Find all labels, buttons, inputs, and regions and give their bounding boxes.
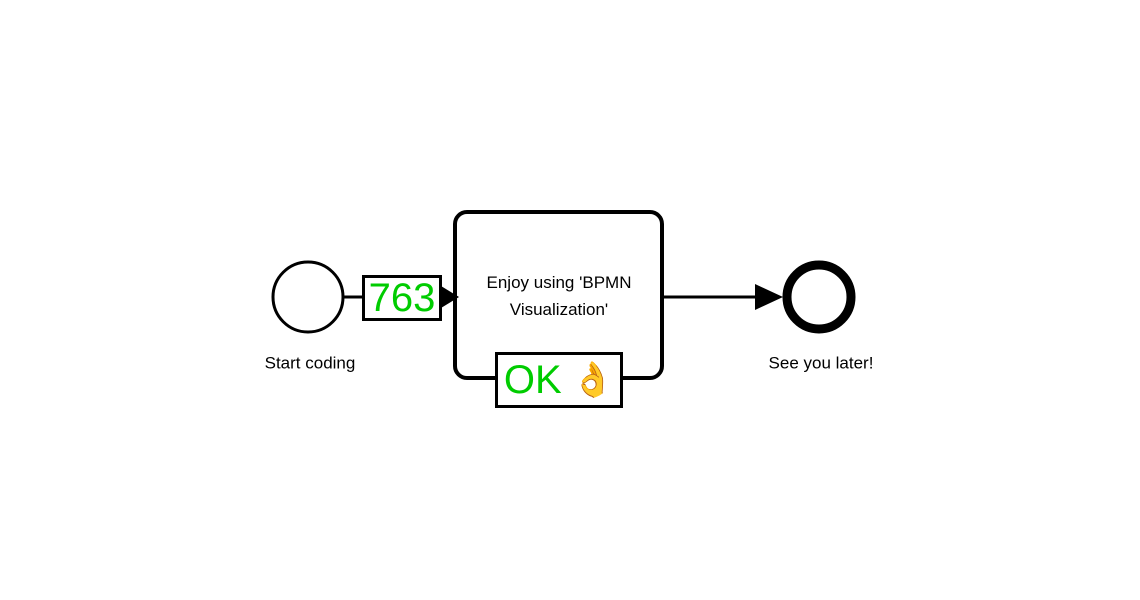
task-label-line-1: Enjoy using 'BPMN	[487, 273, 632, 292]
overlay-badge-counter[interactable]: 763	[362, 275, 442, 321]
overlay-status-text: OK	[503, 358, 562, 402]
start-event-circle	[271, 260, 345, 334]
bpmn-start-event[interactable]: Start coding	[265, 260, 356, 372]
sequence-flow-task-to-end[interactable]	[662, 284, 783, 310]
end-event-circle	[782, 260, 856, 334]
task-label-line-2: Visualization'	[510, 300, 608, 319]
start-event-label: Start coding	[265, 353, 356, 372]
overlay-counter-value: 763	[368, 276, 436, 320]
overlay-badge-status[interactable]: OK 👌	[495, 352, 623, 408]
ok-hand-emoji: 👌	[571, 361, 615, 399]
arrowhead-icon-into-end-event	[755, 284, 783, 310]
end-event-label: See you later!	[769, 353, 874, 372]
arrowhead-icon-into-task	[441, 286, 459, 308]
bpmn-end-event[interactable]: See you later!	[769, 260, 874, 372]
